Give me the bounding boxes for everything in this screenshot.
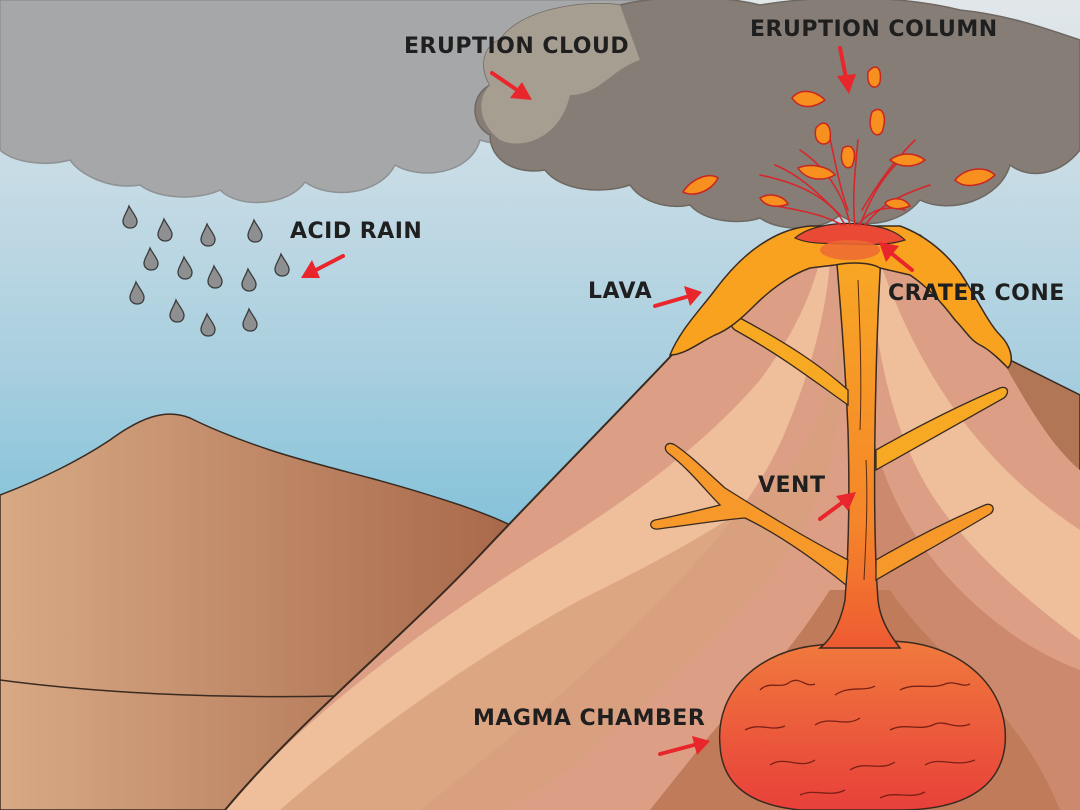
lava-bomb [840, 145, 856, 169]
lava-flow [668, 225, 1012, 370]
raindrop [129, 280, 145, 305]
label-lava: LAVA [588, 279, 652, 304]
arrow-eruption-column [837, 46, 856, 94]
lava-bomb [883, 198, 912, 210]
raindrop [143, 246, 159, 271]
lava-bomb [796, 164, 837, 180]
magma-chamber [718, 640, 1007, 810]
raindrop [242, 307, 258, 332]
arrow-acid-rain [301, 254, 345, 278]
vent [817, 239, 902, 649]
lava-bomb [814, 122, 832, 145]
crater-glow [820, 240, 880, 260]
raindrop [247, 218, 263, 243]
vent-branch-left [650, 442, 849, 587]
strata-right-inner [864, 420, 1080, 810]
lava-bomb [791, 90, 827, 108]
raindrop [122, 204, 138, 229]
vent-branch-lower-right [875, 503, 994, 582]
label-eruption-column: ERUPTION COLUMN [750, 17, 998, 42]
raindrop [241, 267, 257, 292]
arrow-eruption-cloud [490, 71, 532, 100]
raindrop [200, 222, 216, 247]
strata-left [225, 260, 830, 810]
raindrop [274, 252, 290, 277]
lava-bomb [953, 168, 997, 187]
ash-cloud-shade [481, 3, 640, 144]
lava-bomb [888, 153, 927, 167]
vent-branch-right [875, 386, 1009, 472]
lava-bomb [869, 108, 886, 136]
strata-right [878, 262, 1080, 640]
raindrop [207, 264, 223, 289]
lava-bomb [681, 174, 719, 195]
acid-rain-drops [122, 204, 290, 337]
label-crater-cone: CRATER CONE [888, 281, 1065, 306]
raindrop [157, 217, 173, 242]
arrow-lava [653, 286, 702, 308]
lava-bombs [681, 66, 997, 210]
arrow-magma-chamber [658, 736, 710, 756]
arrow-crater-cone [879, 242, 914, 272]
arrow-vent [818, 492, 856, 521]
arrows [301, 46, 914, 756]
label-acid-rain: ACID RAIN [290, 219, 422, 244]
label-vent: VENT [758, 473, 825, 498]
lava-bomb [867, 66, 882, 88]
raindrop [169, 298, 185, 323]
vent-texture [857, 279, 868, 581]
strata-left-inner [280, 330, 843, 810]
label-magma-chamber: MAGMA CHAMBER [473, 706, 705, 731]
lava-bomb [758, 194, 790, 207]
magma-texture [744, 679, 976, 799]
label-eruption-cloud: ERUPTION CLOUD [404, 34, 629, 59]
raindrop [200, 312, 216, 337]
raindrop [177, 255, 193, 280]
